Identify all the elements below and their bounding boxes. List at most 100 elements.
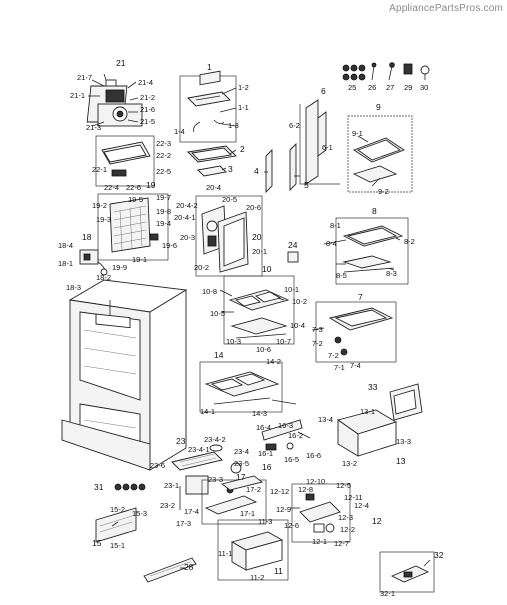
part-4-strip <box>265 148 273 194</box>
part-2-tray <box>187 145 237 163</box>
callout-15: 15 <box>92 538 102 548</box>
callout-17-1: 17-1 <box>240 509 255 518</box>
callout-1-1: 1-1 <box>238 103 249 112</box>
callout-10-2: 10-2 <box>292 297 307 306</box>
part-28-toe-grille <box>143 557 197 583</box>
callout-7-3: 7-3 <box>312 325 323 334</box>
callout-10-8: 10-8 <box>202 287 217 296</box>
callout-16-2: 16-2 <box>288 431 303 440</box>
callout-19-4: 19-4 <box>156 219 171 228</box>
callout-23-1: 23-1 <box>164 481 179 490</box>
callout-12-7: 12-7 <box>334 539 349 548</box>
callout-8-4: 8-4 <box>326 239 337 248</box>
part-10-crisper-cover <box>223 275 295 345</box>
part-27-screw <box>388 62 395 81</box>
callout-20-2: 20-2 <box>194 263 209 272</box>
callout-19-5: 19-5 <box>128 195 143 204</box>
callout-8-3: 8-3 <box>386 269 397 278</box>
callout-10-5: 10-5 <box>210 309 225 318</box>
callout-21-7: 21-7 <box>77 73 92 82</box>
callout-25: 25 <box>348 83 356 92</box>
part-29-clip <box>403 63 413 75</box>
part-33-bin <box>389 383 423 421</box>
part-32-module <box>379 551 435 593</box>
callout-15-1: 15-1 <box>110 541 125 550</box>
callout-22-1: 22-1 <box>92 165 107 174</box>
callout-13-2: 13-2 <box>342 459 357 468</box>
callout-19-2: 19-2 <box>92 201 107 210</box>
callout-30: 30 <box>420 83 428 92</box>
part-13-drawer <box>336 409 398 457</box>
callout-20-3: 20-3 <box>180 233 195 242</box>
callout-12-3: 12-3 <box>338 513 353 522</box>
part-15-panel <box>95 507 137 543</box>
callout-1-2: 1-2 <box>238 83 249 92</box>
callout-16-4: 16-4 <box>256 423 271 432</box>
part-3-cover <box>197 165 227 177</box>
watermark: AppliancePartsPros.com <box>389 3 503 14</box>
callout-10-3: 10-3 <box>226 337 241 346</box>
callout-7-2-b: 7-2 <box>328 351 339 360</box>
callout-23-2: 23-2 <box>160 501 175 510</box>
callout-19-1: 19-1 <box>132 255 147 264</box>
callout-23-3: 23-3 <box>208 475 223 484</box>
callout-5: 5 <box>304 180 309 190</box>
callout-23-4: 23-4 <box>234 447 249 456</box>
part-20-fan-cover <box>195 195 263 277</box>
part-30-knob <box>420 65 430 80</box>
callout-labels: 21 21-7 21-4 21-1 21-2 21-6 21-5 21-3 1 … <box>58 58 444 598</box>
callout-19-6: 19-6 <box>162 241 177 250</box>
callout-13-1: 13-1 <box>360 407 375 416</box>
callout-2: 2 <box>240 144 245 154</box>
callout-21-4: 21-4 <box>138 78 153 87</box>
part-17-duct <box>201 475 267 525</box>
callout-22-3: 22-3 <box>156 139 171 148</box>
callout-1: 1 <box>207 62 212 72</box>
callout-18-2: 18-2 <box>96 273 111 282</box>
callout-1-3: 1-3 <box>228 121 239 130</box>
callout-13-3: 13-3 <box>396 437 411 446</box>
callout-23-5: 23-5 <box>234 459 249 468</box>
callout-4: 4 <box>254 166 259 176</box>
callout-15-2: 15-2 <box>110 505 125 514</box>
part-19-evaporator <box>97 193 169 261</box>
part-31-caps <box>114 483 146 491</box>
callout-13: 13 <box>396 456 406 466</box>
part-7-crisper-lid <box>315 301 397 363</box>
callout-19-7: 19-7 <box>156 193 171 202</box>
callout-12: 12 <box>372 516 382 526</box>
callout-23-6: 23-6 <box>150 461 165 470</box>
callout-33: 33 <box>368 382 378 392</box>
callout-17-4: 17-4 <box>184 507 199 516</box>
callout-32: 32 <box>434 550 444 560</box>
callout-8: 8 <box>372 206 377 216</box>
callout-19: 19 <box>146 180 156 190</box>
part-22-ice-bucket <box>95 135 155 187</box>
callout-18-1: 18-1 <box>58 259 73 268</box>
callout-21-6: 21-6 <box>140 105 155 114</box>
callout-21: 21 <box>116 58 126 68</box>
callout-12-4: 12-4 <box>354 501 369 510</box>
callout-15-3: 15-3 <box>132 509 147 518</box>
callout-6-2: 6-2 <box>289 121 300 130</box>
callout-31: 31 <box>94 482 104 492</box>
callout-23-4-1: 23-4-1 <box>188 445 210 454</box>
callout-20: 20 <box>252 232 262 242</box>
callout-14-3: 14-3 <box>252 409 267 418</box>
part-1-assembly <box>179 70 237 143</box>
callout-17-3: 17-3 <box>176 519 191 528</box>
callout-12-11: 12-11 <box>344 493 363 502</box>
callout-23-4-2: 23-4-2 <box>204 435 226 444</box>
callout-19-3: 19-3 <box>96 215 111 224</box>
callout-10-6: 10-6 <box>256 345 271 354</box>
callout-21-1: 21-1 <box>70 91 85 100</box>
part-21-ice-maker <box>86 73 143 127</box>
part-8-shelf <box>335 217 409 285</box>
callout-16-3: 16-3 <box>278 421 293 430</box>
callout-24: 24 <box>288 240 298 250</box>
callout-7-1: 7-1 <box>334 363 345 372</box>
callout-17-2: 17-2 <box>246 485 261 494</box>
callout-18-3: 18-3 <box>66 283 81 292</box>
